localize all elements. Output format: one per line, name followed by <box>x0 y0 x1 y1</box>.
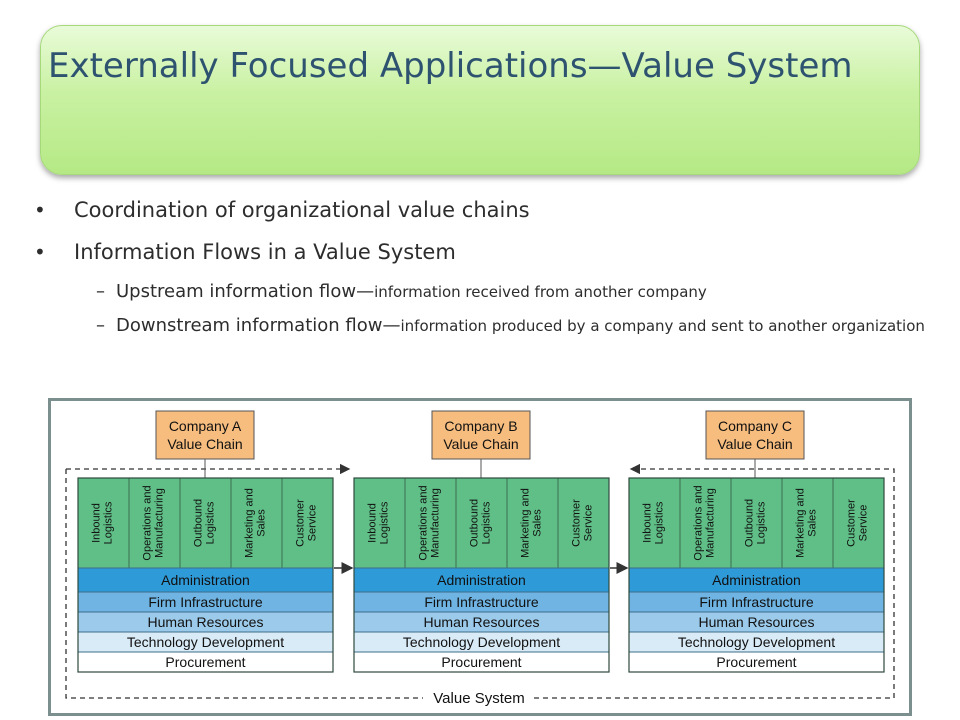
primary-activity-label: Sales <box>256 509 268 537</box>
support-activity-label: Procurement <box>441 654 521 670</box>
primary-activity-cell <box>506 477 559 569</box>
support-activity-label: Human Resources <box>424 614 540 630</box>
support-activity-label: Procurement <box>165 654 245 670</box>
value-chain-outline <box>353 477 610 673</box>
dashed-frame-right <box>534 463 895 699</box>
primary-activity-label: Logistics <box>756 501 768 544</box>
primary-activity-label: Logistics <box>205 501 217 544</box>
bullet-list: • Coordination of organizational value c… <box>34 195 934 347</box>
primary-activity-label: Operations and <box>418 485 430 560</box>
value-chain-outline <box>77 477 334 673</box>
sub-bullet-dash: – <box>96 315 105 336</box>
primary-activity-label: Sales <box>807 509 819 537</box>
bullet-item: • Coordination of organizational value c… <box>34 195 934 237</box>
company-subtitle: Value Chain <box>167 436 242 452</box>
support-activity-label: Human Resources <box>148 614 264 630</box>
primary-activity-label: Inbound <box>367 503 379 543</box>
sub-bullet-upstream: – Upstream information flow—information … <box>34 279 934 305</box>
company-box <box>431 410 531 460</box>
primary-activity-label: Marketing and <box>795 488 807 558</box>
bullet-dot: • <box>34 240 46 264</box>
primary-activity-label: Marketing and <box>520 488 532 558</box>
support-activity-label: Technology Development <box>678 634 835 650</box>
primary-activity-label: Logistics <box>481 501 493 544</box>
support-activity-row <box>353 567 610 593</box>
primary-activity-cell <box>557 477 610 569</box>
primary-activity-label: Outbound <box>193 499 205 547</box>
primary-activity-cell <box>281 477 334 569</box>
support-activity-label: Human Resources <box>699 614 815 630</box>
downstream-main: Downstream information flow— <box>116 315 401 336</box>
sub-bullet-dash: – <box>96 281 105 302</box>
company-name: Company A <box>169 418 242 434</box>
primary-activity-label: Sales <box>532 509 544 537</box>
primary-activity-label: Customer <box>571 499 583 547</box>
primary-activity-label: Inbound <box>642 503 654 543</box>
company-box <box>705 410 805 460</box>
company-subtitle: Value Chain <box>717 436 792 452</box>
title-banner <box>40 25 920 175</box>
dashed-frame-left <box>65 469 423 699</box>
downstream-detail: information produced by a company and se… <box>400 317 925 335</box>
support-activity-label: Technology Development <box>127 634 284 650</box>
primary-activity-label: Inbound <box>91 503 103 543</box>
primary-activity-label: Marketing and <box>244 488 256 558</box>
upstream-main: Upstream information flow— <box>116 281 375 302</box>
sub-bullet-downstream: – Downstream information flow—informatio… <box>34 313 934 339</box>
primary-activity-label: Manufacturing <box>430 488 442 558</box>
primary-activity-label: Service <box>858 505 870 542</box>
primary-activity-label: Operations and <box>142 485 154 560</box>
support-activity-label: Firm Infrastructure <box>148 594 263 610</box>
company-box <box>155 410 255 460</box>
primary-activity-cell <box>77 477 130 569</box>
primary-activity-cell <box>781 477 834 569</box>
value-system-label: Value System <box>433 690 524 707</box>
primary-activity-label: Logistics <box>103 501 115 544</box>
primary-activity-label: Service <box>307 505 319 542</box>
primary-activity-label: Logistics <box>654 501 666 544</box>
support-activity-label: Administration <box>712 572 801 588</box>
primary-activity-label: Outbound <box>744 499 756 547</box>
upstream-detail: information received from another compan… <box>374 283 707 301</box>
bullet-item: • Information Flows in a Value System <box>34 237 934 279</box>
primary-activity-label: Outbound <box>469 499 481 547</box>
company-name: Company B <box>444 418 517 434</box>
support-activity-label: Technology Development <box>403 634 560 650</box>
support-activity-row <box>628 567 885 593</box>
support-activity-label: Firm Infrastructure <box>699 594 814 610</box>
support-activity-label: Firm Infrastructure <box>424 594 539 610</box>
primary-activity-label: Operations and <box>693 485 705 560</box>
company-name: Company C <box>718 418 792 434</box>
support-activity-label: Administration <box>161 572 250 588</box>
primary-activity-label: Customer <box>846 499 858 547</box>
primary-activity-cell <box>455 477 508 569</box>
primary-activity-label: Manufacturing <box>154 488 166 558</box>
bullet-text: Coordination of organizational value cha… <box>74 198 530 222</box>
support-activity-label: Administration <box>437 572 526 588</box>
company-subtitle: Value Chain <box>443 436 518 452</box>
bullet-dot: • <box>34 198 46 222</box>
primary-activity-label: Manufacturing <box>705 488 717 558</box>
primary-activity-label: Customer <box>295 499 307 547</box>
support-activity-label: Procurement <box>716 654 796 670</box>
bullet-text: Information Flows in a Value System <box>74 240 456 264</box>
value-chain-outline <box>628 477 885 673</box>
slide-title: Externally Focused Applications—Value Sy… <box>48 46 853 86</box>
primary-activity-label: Service <box>583 505 595 542</box>
primary-activity-label: Logistics <box>379 501 391 544</box>
